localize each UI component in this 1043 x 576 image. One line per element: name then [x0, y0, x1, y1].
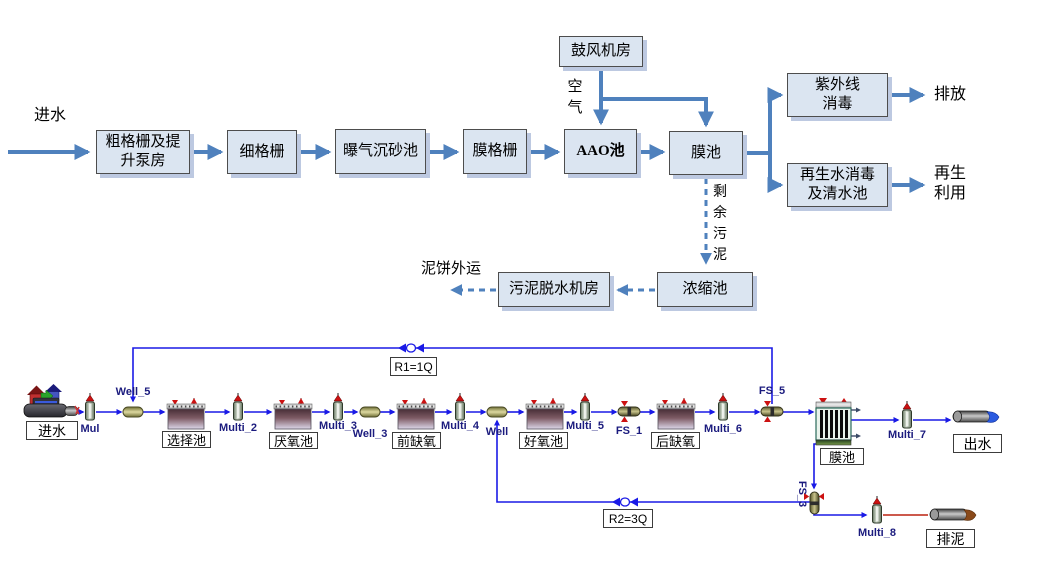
- top-sludge-dashed-arrows: [450, 178, 712, 296]
- coarse-screen-box: 粗格栅及提 升泵房: [96, 130, 190, 174]
- node-well3-mixer-icon[interactable]: [359, 406, 381, 418]
- r2-ratio-label: R2=3Q: [603, 509, 653, 528]
- grit-chamber-box: 曝气沉砂池: [335, 129, 426, 174]
- cake-out-label: 泥饼外运: [421, 261, 482, 277]
- fs3-to-multi8-line: [813, 512, 868, 518]
- node-multi2-icon[interactable]: [233, 392, 243, 421]
- selector-label: 选择池: [162, 431, 211, 448]
- postanoxic-label: 后缺氧: [651, 432, 700, 449]
- air-label: 空 气: [567, 79, 583, 116]
- well3-label: Well_3: [352, 428, 388, 440]
- r1-direction-icon: [397, 342, 425, 354]
- top-flow-arrows: [8, 67, 926, 193]
- discharge-label: 排放: [934, 86, 967, 103]
- splitter-fs1-icon[interactable]: [617, 400, 641, 423]
- influent-source-icon[interactable]: [23, 384, 80, 418]
- arrow-air-to-mtank: [601, 97, 714, 128]
- multi8-label: Multi_8: [858, 527, 896, 539]
- reuse-label: 再生 利用: [934, 165, 967, 202]
- membrane-tank-box: 膜池: [669, 131, 743, 175]
- preanoxic-label: 前缺氧: [392, 432, 441, 449]
- fs3-label: FS_3: [796, 480, 808, 508]
- recycle-r1-line: [130, 347, 773, 404]
- effluent-pipe-icon[interactable]: [952, 410, 1000, 423]
- node-well5-mixer-icon[interactable]: [122, 406, 144, 418]
- sludge-pipe-icon[interactable]: [929, 508, 977, 521]
- node-well-mixer-icon[interactable]: [486, 406, 508, 418]
- node-multi3-icon[interactable]: [333, 392, 343, 421]
- node-multi6-icon[interactable]: [718, 392, 728, 421]
- uv-disinfection-box: 紫外线 消毒: [787, 73, 888, 117]
- model-connections: [78, 347, 952, 518]
- fs5-label: FS_5: [758, 385, 786, 397]
- line-mtank-tee: [743, 95, 772, 185]
- mbr-tank-icon[interactable]: [815, 397, 862, 446]
- fs1-label: FS_1: [615, 425, 643, 437]
- aerobic-tank-icon[interactable]: [525, 397, 565, 430]
- anaerobic-tank-icon[interactable]: [273, 397, 313, 430]
- preanoxic-tank-icon[interactable]: [396, 397, 436, 430]
- influent-label: 进水: [34, 107, 67, 124]
- node-multi5-icon[interactable]: [580, 392, 590, 421]
- multi6-label: Multi_6: [704, 423, 742, 435]
- r1-ratio-label: R1=1Q: [390, 357, 437, 376]
- multi5-label: Multi_5: [566, 420, 604, 432]
- blower-room-box: 鼓风机房: [559, 36, 643, 67]
- effluent-label: 出水: [953, 434, 1002, 453]
- reclaimed-water-box: 再生水消毒 及清水池: [787, 163, 888, 207]
- model-influent-label: 进水: [26, 421, 78, 440]
- multi2-label: Multi_2: [219, 422, 257, 434]
- node-multi8-icon[interactable]: [872, 495, 882, 524]
- node-multi7-icon[interactable]: [902, 400, 912, 429]
- membrane-screen-box: 膜格栅: [463, 129, 527, 174]
- fine-screen-box: 细格栅: [227, 130, 297, 174]
- excess-sludge-label: 剩 余 污 泥: [713, 185, 727, 263]
- aerobic-label: 好氧池: [519, 432, 568, 449]
- well-label: Well: [485, 426, 509, 438]
- node-multi4-icon[interactable]: [455, 392, 465, 421]
- multi3-label: Multi_3: [319, 420, 357, 432]
- splitter-fs5-icon[interactable]: [760, 400, 784, 423]
- mul-label: Mul: [80, 423, 100, 435]
- aao-tank-box: AAO池: [564, 129, 637, 174]
- recycle-r2-line: [494, 419, 810, 503]
- node-mul-icon[interactable]: [85, 392, 95, 421]
- mbr-label: 膜池: [820, 448, 864, 465]
- sludge-out-label: 排泥: [926, 529, 975, 548]
- dewatering-room-box: 污泥脱水机房: [498, 272, 610, 307]
- multi4-label: Multi_4: [441, 420, 479, 432]
- multi7-label: Multi_7: [888, 429, 926, 441]
- selector-tank-icon[interactable]: [166, 397, 206, 430]
- well5-label: Well_5: [115, 386, 151, 398]
- anaerobic-label: 厌氧池: [269, 432, 318, 449]
- postanoxic-tank-icon[interactable]: [656, 397, 696, 430]
- thickener-box: 浓缩池: [657, 272, 753, 307]
- r2-direction-icon: [611, 496, 639, 508]
